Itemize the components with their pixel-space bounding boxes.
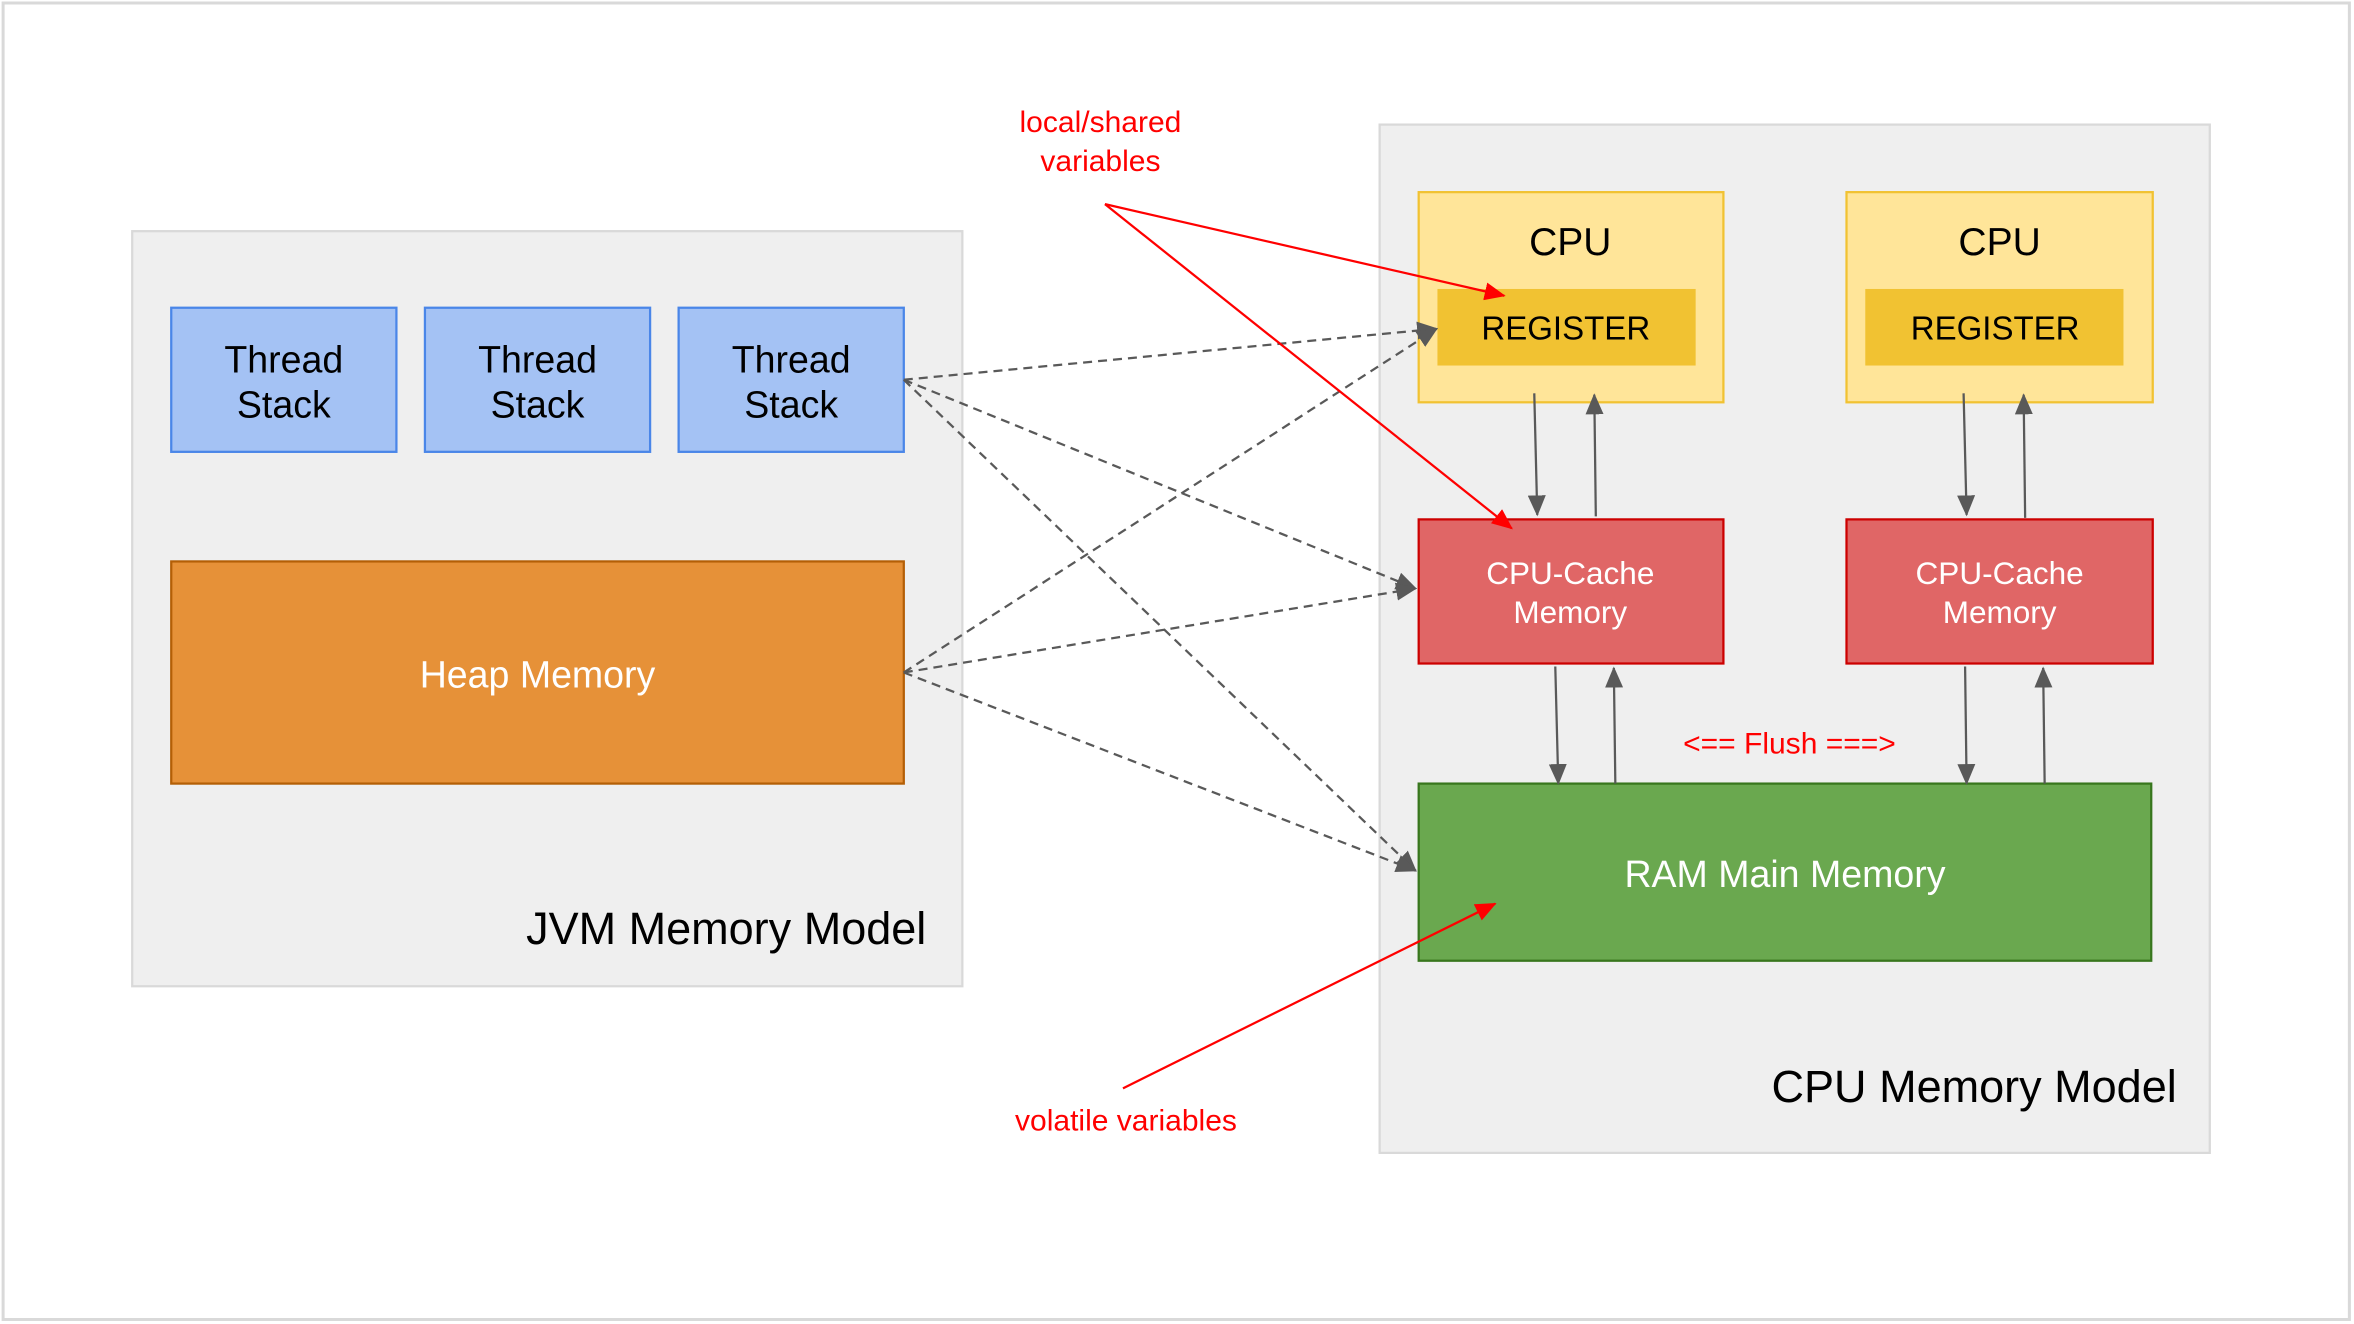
- thread-stack-label: Thread: [732, 338, 851, 380]
- thread-stack-label: Thread: [224, 338, 343, 380]
- thread-stack-label: Stack: [744, 383, 838, 425]
- jvm-title: JVM Memory Model: [526, 903, 926, 954]
- cache-label: CPU-Cache: [1486, 555, 1654, 591]
- arrow: [1585, 393, 1604, 517]
- thread-stack-label: Thread: [478, 338, 597, 380]
- annotation-arrow: [1122, 902, 1497, 1090]
- heap-memory: [170, 560, 905, 785]
- thread-stack-label: Stack: [237, 383, 331, 425]
- ram-main-memory: [1417, 782, 2153, 962]
- cache-label: Memory: [1943, 594, 2057, 630]
- heap-memory-label: Heap Memory: [420, 654, 656, 696]
- cpu-cache: CPU-Cache Memory: [1417, 518, 1725, 665]
- annotation-arrows: [1104, 203, 1513, 1090]
- dashed-arrow: [903, 671, 1418, 873]
- dashed-arrow: [903, 378, 1417, 872]
- arrow: [2034, 666, 2053, 784]
- arrow: [2014, 393, 2033, 518]
- thread-stack: Thread Stack: [423, 306, 652, 453]
- thread-stack: Thread Stack: [677, 306, 905, 453]
- jvm-memory-model: Thread Stack Thread Stack Thread Stack H…: [131, 230, 964, 988]
- dashed-arrow: [903, 582, 1418, 674]
- thread-stack: Thread Stack: [170, 306, 398, 453]
- cpu-memory-model: CPU REGISTER CPU REGISTER CPU-Cache Memo…: [1378, 123, 2211, 1154]
- cache-label: CPU-Cache: [1916, 555, 2084, 591]
- register: [1437, 288, 1696, 366]
- arrow: [1957, 393, 1976, 517]
- local-shared-label: variables: [1040, 145, 1160, 178]
- arrow: [1957, 666, 1976, 786]
- ram-label: RAM Main Memory: [1624, 853, 1945, 895]
- cpu-model-title: CPU Memory Model: [1772, 1061, 2177, 1112]
- register-label: REGISTER: [1481, 309, 1650, 346]
- cpu-box: CPU REGISTER: [1845, 191, 2154, 404]
- annotation-arrow: [1104, 203, 1513, 530]
- dashed-arrows: [903, 321, 1439, 873]
- cpu-box: CPU REGISTER: [1417, 191, 1725, 404]
- vertical-arrows: [1527, 393, 2053, 786]
- arrow: [1548, 666, 1567, 786]
- arrow: [1605, 666, 1624, 784]
- cpu-label: CPU: [1958, 221, 2040, 264]
- arrow: [1527, 393, 1546, 517]
- cpu-label: CPU: [1529, 221, 1611, 264]
- register: [1865, 288, 2124, 366]
- thread-stack-label: Stack: [491, 383, 585, 425]
- cpu-cache: CPU-Cache Memory: [1845, 518, 2154, 665]
- local-shared-label: local/shared: [1020, 106, 1182, 139]
- register-label: REGISTER: [1911, 309, 2080, 346]
- dashed-arrow: [903, 378, 1418, 590]
- dashed-arrow: [903, 327, 1438, 674]
- flush-label: <== Flush ===>: [1683, 728, 1896, 761]
- volatile-label: volatile variables: [1015, 1104, 1237, 1137]
- cache-label: Memory: [1513, 594, 1627, 630]
- annotation-arrow: [1104, 203, 1506, 301]
